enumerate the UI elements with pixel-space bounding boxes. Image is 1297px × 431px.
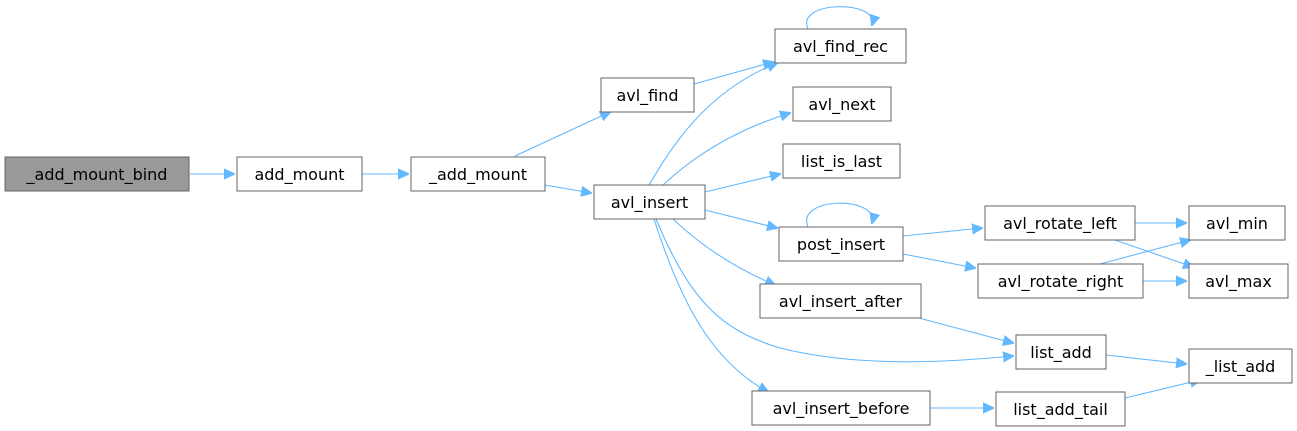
node-label: list_add_tail (1013, 400, 1108, 420)
node-label: avl_insert_after (779, 292, 903, 312)
edges (190, 6, 1200, 408)
node-avl-next[interactable]: avl_next (792, 86, 892, 122)
node-label: avl_rotate_left (1003, 214, 1117, 234)
edge-post-insert-to-avl-rotate-left (902, 228, 982, 237)
node-list-add[interactable]: list_add (1015, 334, 1107, 370)
node-underscore-add-mount[interactable]: _add_mount (410, 156, 546, 192)
node-label: add_mount (254, 165, 344, 185)
edge-avl-find-to-avl-find-rec (693, 62, 773, 85)
node-label: avl_find (616, 86, 678, 106)
node-label: _add_mount_bind (26, 165, 168, 185)
edge-avl-rotate-right-to-avl-min (1099, 240, 1190, 265)
edge-list-add-tail-to-underscore-list-add (1124, 380, 1200, 399)
node-avl-min[interactable]: avl_min (1188, 205, 1286, 241)
edge-avl-insert-after-to-list-add (914, 316, 1013, 343)
edge-list-add-to-underscore-list-add (1105, 354, 1186, 364)
node-avl-insert[interactable]: avl_insert (593, 184, 706, 220)
node-label: avl_min (1206, 214, 1268, 234)
node-add-mount[interactable]: add_mount (236, 156, 363, 192)
edge-avl-insert-to-avl-next (662, 113, 790, 186)
edge-avl-insert-to-avl-insert-after (671, 217, 775, 285)
node-label: avl_insert (611, 193, 688, 213)
edge-avl-insert-to-list-add (655, 218, 1013, 362)
node-label: list_add (1030, 343, 1092, 363)
node-label: avl_rotate_right (998, 272, 1124, 292)
node-avl-insert-before[interactable]: avl_insert_before (751, 390, 931, 426)
node-avl-insert-after[interactable]: avl_insert_after (759, 283, 922, 319)
node-label: avl_max (1205, 272, 1272, 292)
edge-avl-find-rec-self-loop (806, 6, 873, 30)
node-label: avl_find_rec (793, 37, 888, 57)
edge-avl-insert-to-avl-find-rec (648, 63, 777, 186)
node-list-add-tail[interactable]: list_add_tail (995, 391, 1126, 427)
node-post-insert[interactable]: post_insert (778, 226, 904, 262)
node-avl-rotate-right[interactable]: avl_rotate_right (977, 263, 1144, 299)
node-add-mount-bind[interactable]: _add_mount_bind (4, 156, 190, 192)
node-label: post_insert (797, 235, 885, 255)
edge-avl-rotate-left-to-avl-max (1114, 239, 1193, 267)
edge-post-insert-self-loop (806, 202, 873, 228)
edge-avl-insert-to-post-insert (704, 209, 777, 228)
node-avl-rotate-left[interactable]: avl_rotate_left (984, 205, 1136, 241)
node-label: _add_mount (428, 165, 527, 185)
edge-underscore-add-mount-to-avl-find (514, 112, 610, 157)
node-avl-max[interactable]: avl_max (1188, 263, 1289, 299)
node-label: _list_add (1205, 357, 1276, 377)
node-avl-find[interactable]: avl_find (600, 77, 695, 113)
node-list-is-last[interactable]: list_is_last (782, 143, 901, 179)
edge-post-insert-to-avl-rotate-right (902, 253, 975, 268)
node-label: avl_next (808, 95, 875, 115)
node-underscore-list-add[interactable]: _list_add (1188, 348, 1293, 384)
node-avl-find-rec[interactable]: avl_find_rec (774, 28, 907, 64)
edge-underscore-add-mount-to-avl-insert (544, 184, 591, 193)
edge-avl-insert-to-avl-insert-before (653, 218, 768, 392)
node-label: list_is_last (801, 152, 882, 172)
edge-avl-insert-to-list-is-last (704, 174, 780, 193)
node-label: avl_insert_before (773, 399, 910, 419)
